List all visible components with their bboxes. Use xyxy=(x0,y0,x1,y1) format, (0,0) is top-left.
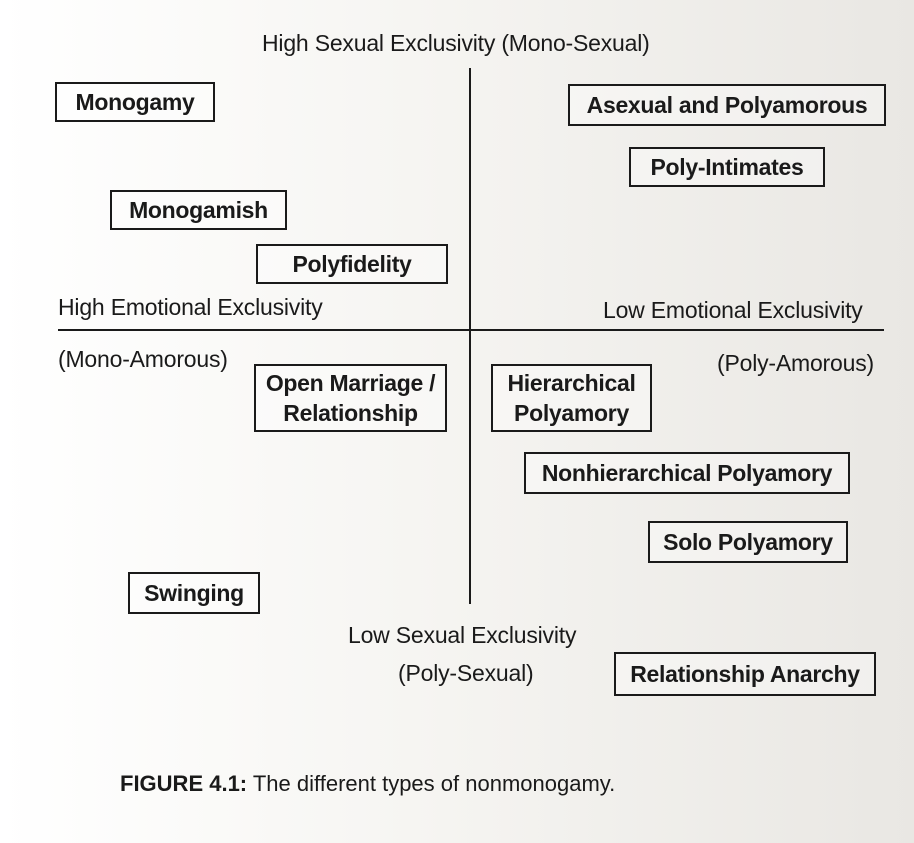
box-nonhierarchical-label: Nonhierarchical Polyamory xyxy=(541,460,833,486)
box-hierarchical-line2: Polyamory xyxy=(514,400,629,426)
vertical-axis xyxy=(469,68,471,604)
box-hierarchical-polyamory: Hierarchical Polyamory xyxy=(491,364,652,432)
horizontal-axis xyxy=(58,329,884,331)
box-swinging-label: Swinging xyxy=(144,580,244,606)
axis-label-bottom-sub: (Poly-Sexual) xyxy=(398,660,534,686)
axis-label-left: High Emotional Exclusivity xyxy=(58,294,323,320)
box-polyfidelity: Polyfidelity xyxy=(256,244,448,284)
box-asexual-polyamorous: Asexual and Polyamorous xyxy=(568,84,886,126)
box-monogamy: Monogamy xyxy=(55,82,215,122)
box-monogamy-label: Monogamy xyxy=(75,89,195,115)
box-swinging: Swinging xyxy=(128,572,260,614)
box-open-marriage-line2: Relationship xyxy=(283,400,418,426)
box-asexual-polyamorous-label: Asexual and Polyamorous xyxy=(586,92,868,118)
axis-label-bottom: Low Sexual Exclusivity xyxy=(348,622,577,648)
figure-caption-text: The different types of nonmonogamy. xyxy=(247,771,616,796)
axis-label-left-sub: (Mono-Amorous) xyxy=(58,346,228,372)
box-anarchy-label: Relationship Anarchy xyxy=(630,661,860,687)
box-monogamish: Monogamish xyxy=(110,190,287,230)
box-poly-intimates-label: Poly-Intimates xyxy=(650,154,804,180)
box-open-marriage-line1: Open Marriage / xyxy=(265,370,436,396)
box-nonhierarchical-polyamory: Nonhierarchical Polyamory xyxy=(524,452,850,494)
box-poly-intimates: Poly-Intimates xyxy=(629,147,825,187)
box-relationship-anarchy: Relationship Anarchy xyxy=(614,652,876,696)
figure-caption: FIGURE 4.1: The different types of nonmo… xyxy=(120,771,615,797)
box-monogamish-label: Monogamish xyxy=(129,197,268,223)
box-solo-label: Solo Polyamory xyxy=(663,529,833,555)
axis-label-top: High Sexual Exclusivity (Mono-Sexual) xyxy=(262,30,650,56)
box-solo-polyamory: Solo Polyamory xyxy=(648,521,848,563)
axis-label-right-sub: (Poly-Amorous) xyxy=(717,350,874,376)
box-open-marriage: Open Marriage / Relationship xyxy=(254,364,447,432)
box-polyfidelity-label: Polyfidelity xyxy=(292,251,412,277)
box-hierarchical-line1: Hierarchical xyxy=(507,370,636,396)
axis-label-right: Low Emotional Exclusivity xyxy=(603,297,863,323)
figure-caption-label: FIGURE 4.1: xyxy=(120,771,248,796)
